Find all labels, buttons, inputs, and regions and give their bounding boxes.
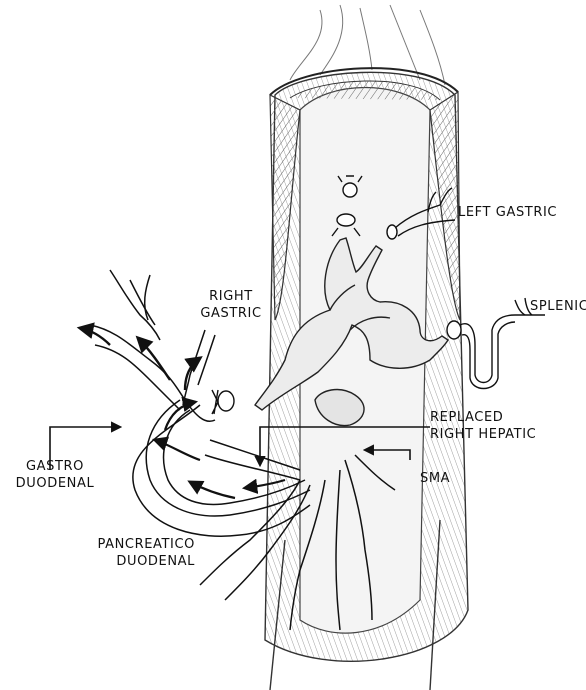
arrow-5 — [155, 440, 200, 460]
replaced-right-hepatic-line2: RIGHT HEPATIC — [430, 426, 536, 443]
gastroduodenal-line2: DUODENAL — [15, 475, 95, 492]
pancreaticoduodenal-line1: PANCREATICO — [60, 536, 195, 553]
splenic-label: SPLENIC — [530, 298, 586, 315]
pancreaticoduodenal-label: PANCREATICO DUODENAL — [60, 536, 195, 570]
replaced-right-hepatic-label: REPLACED RIGHT HEPATIC — [430, 409, 536, 443]
flow-arrows — [80, 328, 285, 498]
right-gastric-label-line1: RIGHT — [196, 288, 266, 305]
gastroduodenal-label: GASTRO DUODENAL — [15, 458, 95, 492]
right-gastric-label-line2: GASTRIC — [196, 305, 266, 322]
arrow-4 — [165, 402, 195, 430]
replaced-right-hepatic-line1: REPLACED — [430, 409, 536, 426]
pancreaticoduodenal-line2: DUODENAL — [60, 553, 195, 570]
left-gastric-label: LEFT GASTRIC — [458, 204, 557, 221]
right-gastric-stump — [212, 390, 234, 414]
right-gastric-label: RIGHT GASTRIC — [196, 288, 266, 322]
sma-label: SMA — [420, 470, 450, 487]
gastroduodenal-line1: GASTRO — [15, 458, 95, 475]
arrow-6 — [190, 482, 235, 498]
